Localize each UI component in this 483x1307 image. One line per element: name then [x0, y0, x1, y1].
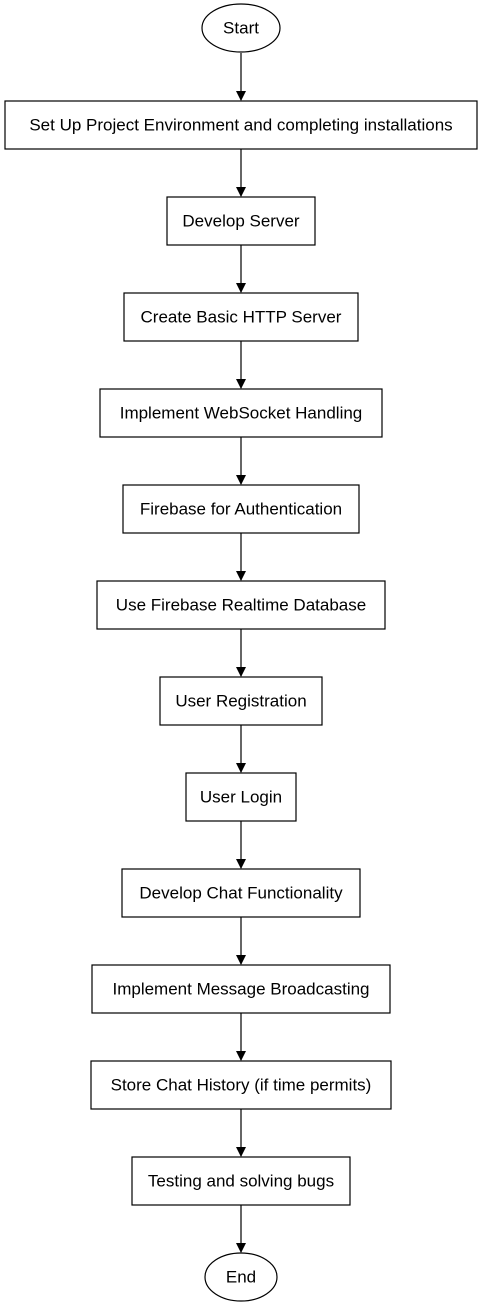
- process-box: [121, 868, 361, 918]
- process-box: [99, 388, 383, 438]
- process-step-9: Develop Chat Functionality: [121, 868, 361, 918]
- process-box: [123, 292, 359, 342]
- process-box: [90, 1060, 392, 1110]
- process-label: Use Firebase Realtime Database: [116, 596, 366, 615]
- process-step-12: Testing and solving bugs: [131, 1156, 351, 1206]
- process-label: User Login: [200, 788, 282, 807]
- start-node: Start: [201, 3, 281, 53]
- process-step-6: Use Firebase Realtime Database: [96, 580, 386, 630]
- process-box: [159, 676, 323, 726]
- process-step-8: User Login: [185, 772, 297, 822]
- process-box: [96, 580, 386, 630]
- process-label: Implement WebSocket Handling: [120, 404, 363, 423]
- process-label: Set Up Project Environment and completin…: [29, 116, 452, 135]
- process-step-7: User Registration: [159, 676, 323, 726]
- process-step-2: Develop Server: [166, 196, 316, 246]
- process-step-4: Implement WebSocket Handling: [99, 388, 383, 438]
- process-step-1: Set Up Project Environment and completin…: [4, 100, 478, 150]
- process-box: [185, 772, 297, 822]
- process-step-5: Firebase for Authentication: [122, 484, 360, 534]
- process-label: Testing and solving bugs: [148, 1172, 334, 1191]
- start-label: Start: [223, 19, 259, 38]
- end-node: End: [204, 1252, 278, 1302]
- process-label: Develop Chat Functionality: [139, 884, 343, 903]
- process-label: Develop Server: [182, 212, 300, 231]
- process-box: [91, 964, 391, 1014]
- process-box: [131, 1156, 351, 1206]
- process-step-11: Store Chat History (if time permits): [90, 1060, 392, 1110]
- end-ellipse: [204, 1252, 278, 1302]
- end-label: End: [226, 1268, 256, 1287]
- process-step-10: Implement Message Broadcasting: [91, 964, 391, 1014]
- process-box: [4, 100, 478, 150]
- process-label: Firebase for Authentication: [140, 500, 342, 519]
- start-ellipse: [201, 3, 281, 53]
- process-label: Create Basic HTTP Server: [141, 308, 342, 327]
- process-box: [166, 196, 316, 246]
- process-step-3: Create Basic HTTP Server: [123, 292, 359, 342]
- process-label: User Registration: [175, 692, 306, 711]
- process-box: [122, 484, 360, 534]
- process-label: Implement Message Broadcasting: [112, 980, 369, 999]
- process-label: Store Chat History (if time permits): [111, 1076, 372, 1095]
